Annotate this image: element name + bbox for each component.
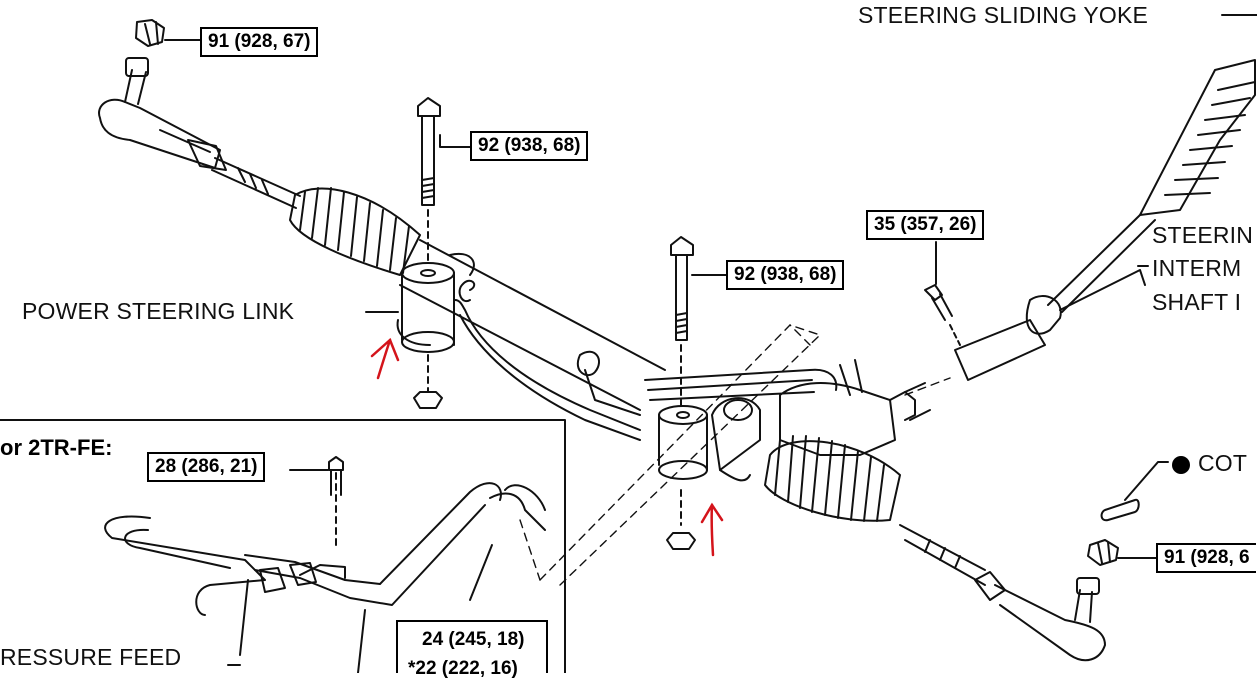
power-steering-link-bushing — [396, 262, 455, 353]
torque-callout-nut-top-left: 91 (928, 67) — [200, 27, 319, 57]
bolt-upper — [417, 97, 441, 263]
nut-right — [1087, 539, 1159, 566]
tie-rod-end-left — [98, 57, 227, 171]
alignment-guides — [519, 324, 951, 586]
torque-callout-nut-right: 91 (928, 6 — [1156, 543, 1256, 573]
bullet-icon — [1172, 455, 1190, 474]
inner-tie-rod-left — [211, 157, 301, 209]
nut-link-lower — [413, 354, 443, 409]
bolt-middle — [670, 236, 694, 406]
torque-inset-union-line1: 24 (245, 18) — [422, 629, 525, 650]
label-steering-shaft-line3: SHAFT I — [1152, 289, 1242, 315]
label-cotter-pin-text: COT — [1198, 450, 1248, 476]
inset-title: or 2TR-FE: — [0, 435, 113, 460]
torque-inset-union-line2: *22 (222, 16) — [408, 658, 518, 679]
bolt-yoke — [924, 284, 961, 346]
rack-boot-right — [764, 435, 901, 522]
intermediate-shaft — [954, 59, 1256, 381]
red-annotations — [370, 337, 724, 557]
inset-pressure-pipes — [104, 456, 546, 674]
torque-callout-inset-union: 24 (245, 18) *22 (222, 16) — [396, 620, 548, 679]
torque-callout-inset-bolt: 28 (286, 21) — [147, 452, 266, 482]
tie-rod-end-right — [994, 577, 1106, 662]
inner-tie-rod-right — [899, 524, 1006, 601]
torque-callout-bolt-middle: 92 (938, 68) — [726, 260, 845, 290]
label-steering-sliding-yoke: STEERING SLIDING YOKE — [858, 2, 1149, 28]
nut-top-left — [135, 19, 201, 47]
leader-lines — [365, 14, 1257, 313]
steering-gear-valve-housing — [711, 359, 931, 482]
label-steering-shaft-line2: INTERM — [1152, 255, 1242, 281]
inset-box — [0, 419, 566, 674]
label-cotter-pin: COT — [1172, 450, 1247, 477]
annotation-arrow-right — [700, 502, 724, 557]
rack-boot-left — [289, 187, 421, 276]
annotation-arrow-left — [370, 337, 400, 380]
gear-housing-mount — [658, 405, 708, 550]
label-power-steering-link: POWER STEERING LINK — [22, 298, 295, 324]
torque-callout-bolt-upper: 92 (938, 68) — [470, 131, 589, 161]
torque-callout-bolt-yoke: 35 (357, 26) — [866, 210, 985, 240]
cotter-pin — [1100, 461, 1169, 522]
label-steering-shaft-line1: STEERIN — [1152, 222, 1254, 248]
label-pressure-feed: RESSURE FEED — [0, 644, 182, 670]
rack-housing — [399, 239, 666, 411]
